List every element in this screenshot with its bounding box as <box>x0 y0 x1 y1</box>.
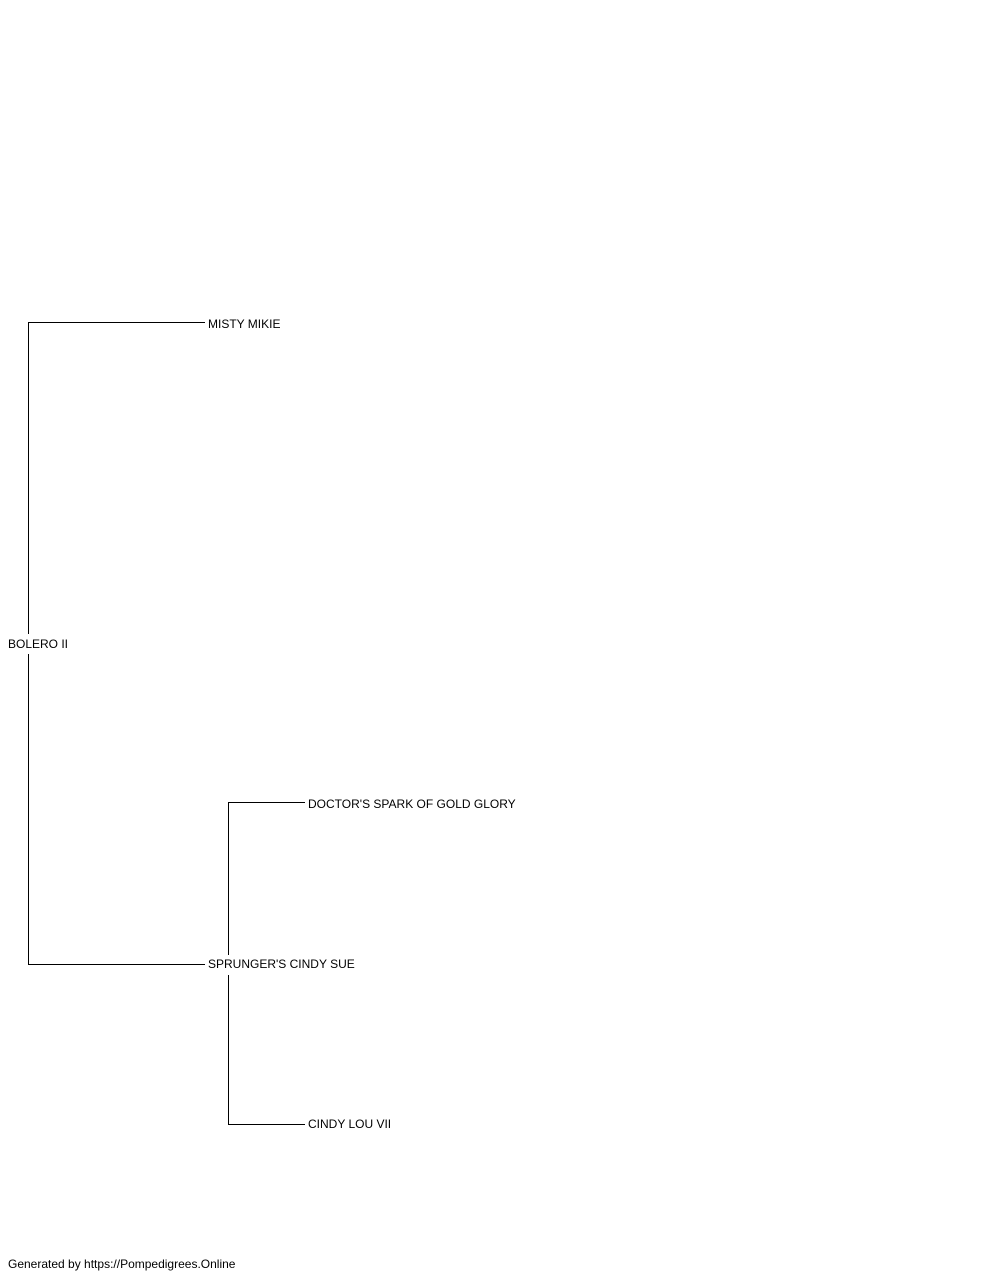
dam-dam-name[interactable]: CINDY LOU VII <box>308 1117 391 1131</box>
connector-subject-dam <box>28 654 205 965</box>
dam-name[interactable]: SPRUNGER'S CINDY SUE <box>208 957 355 971</box>
connector-subject-sire <box>28 322 205 634</box>
dam-sire-name[interactable]: DOCTOR'S SPARK OF GOLD GLORY <box>308 797 516 811</box>
generated-by-footer: Generated by https://Pompedigrees.Online <box>8 1257 236 1271</box>
sire-name[interactable]: MISTY MIKIE <box>208 317 280 331</box>
subject-name[interactable]: BOLERO II <box>8 637 68 651</box>
connector-dam-damsire <box>228 802 305 955</box>
connector-dam-damdam <box>228 975 305 1125</box>
